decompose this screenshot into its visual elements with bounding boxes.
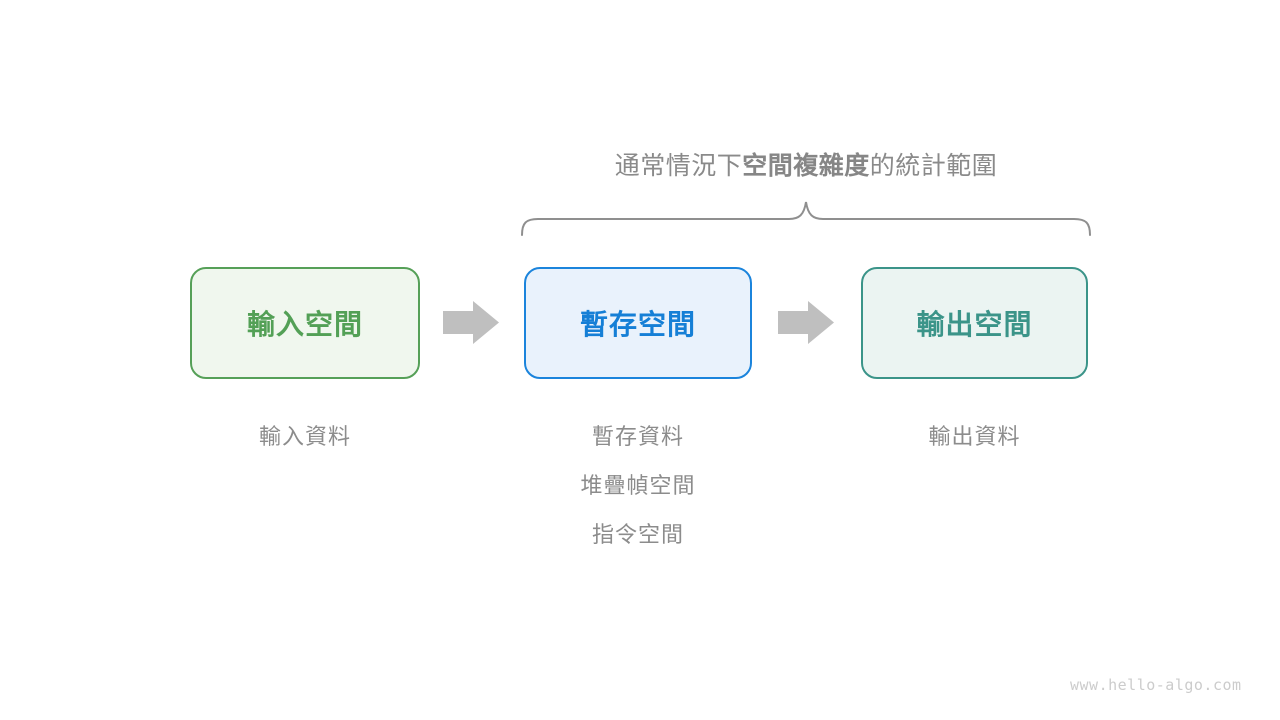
label-input-data: 輸入資料 (258, 424, 351, 449)
arrow-right-icon (778, 301, 834, 344)
box-output-space-label: 輸出空間 (916, 309, 1033, 340)
scope-title-suffix: 的統計範圍 (869, 152, 998, 180)
curly-brace-icon (521, 201, 1091, 236)
scope-title-prefix: 通常情況下 (614, 152, 743, 180)
scope-title-highlight: 空間複雜度 (742, 152, 870, 180)
scope-title: 通常情況下空間複雜度的統計範圍 (521, 146, 1091, 182)
box-temp-space: 暫存空間 (524, 267, 752, 379)
label-stack-frame-space: 堆疊幀空間 (580, 473, 696, 498)
label-temp-data: 暫存資料 (591, 424, 684, 449)
box-output-space: 輸出空間 (861, 267, 1088, 379)
watermark: www.hello-algo.com (1070, 676, 1242, 694)
label-output-data: 輸出資料 (928, 424, 1021, 449)
box-temp-space-label: 暫存空間 (579, 309, 696, 340)
arrow-right-icon (443, 301, 499, 344)
box-input-space: 輸入空間 (190, 267, 420, 379)
box-input-space-label: 輸入空間 (246, 309, 363, 340)
label-instruction-space: 指令空間 (591, 522, 684, 547)
